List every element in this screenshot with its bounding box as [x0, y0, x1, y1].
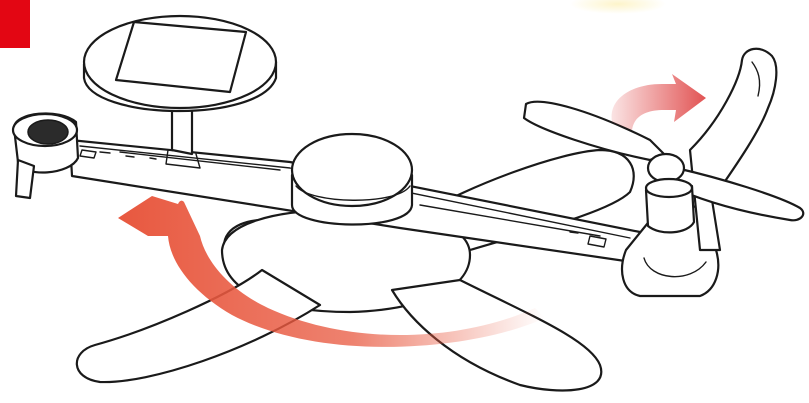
light-glow	[570, 0, 666, 14]
counterweight-weight	[28, 120, 68, 144]
curved-arrow-icon	[612, 74, 706, 130]
motor-clip	[690, 49, 776, 250]
counterweight-tab	[16, 160, 34, 198]
red-square-icon	[0, 0, 30, 48]
propeller-shaft-top	[646, 179, 692, 197]
solar-cell	[116, 22, 246, 92]
propeller-hub	[648, 154, 684, 182]
